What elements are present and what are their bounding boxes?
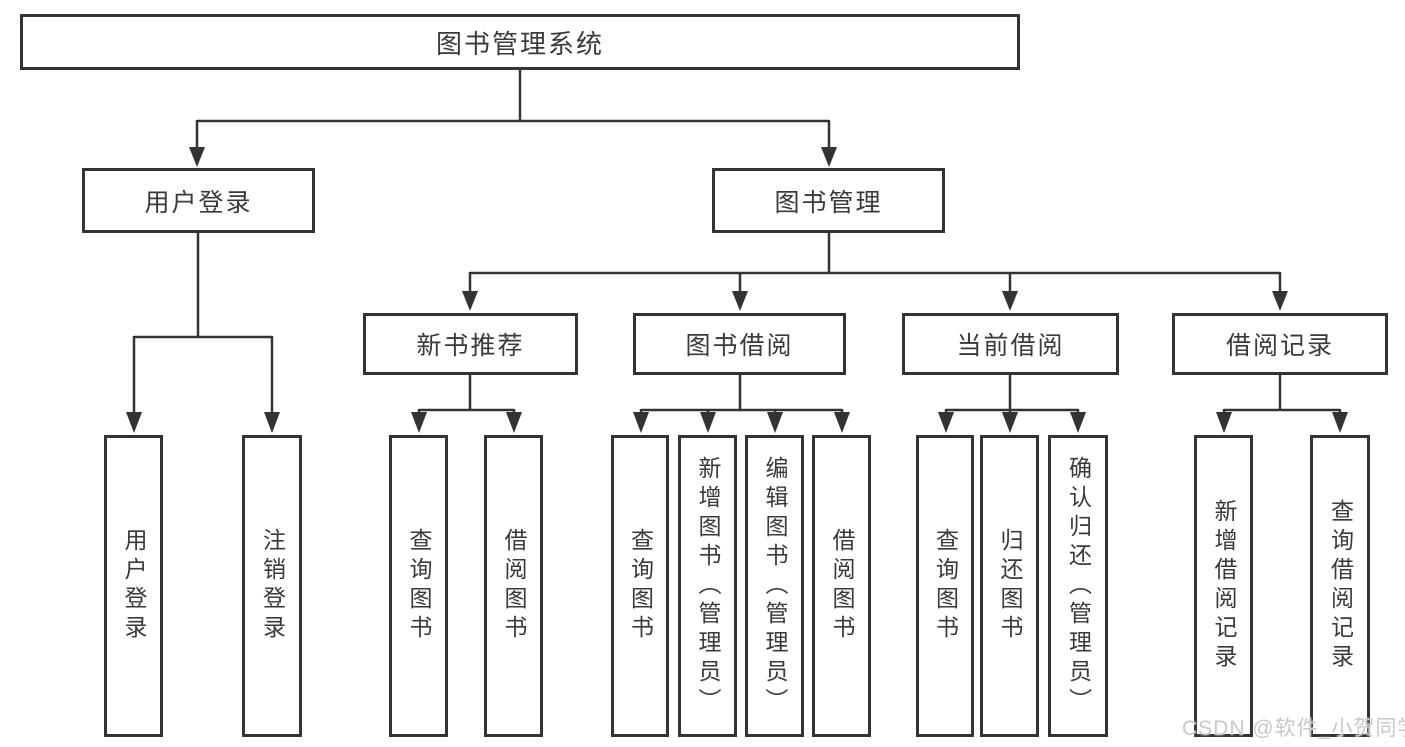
leaf-query-books-current: 查询图书 (916, 435, 974, 737)
node-borrow-records: 借阅记录 (1172, 313, 1388, 375)
leaf-add-book-admin: 新增图书（管理员） (678, 435, 737, 737)
leaf-return-book: 归还图书 (980, 435, 1039, 737)
leaf-edit-book-admin: 编辑图书（管理员） (745, 435, 804, 737)
leaf-query-books-recommend: 查询图书 (389, 435, 448, 737)
leaf-add-borrow-record: 新增借阅记录 (1194, 435, 1253, 737)
leaf-user-login: 用户登录 (104, 435, 163, 737)
leaf-borrow-books: 借阅图书 (812, 435, 871, 737)
leaf-logout: 注销登录 (242, 435, 302, 737)
node-book-borrow: 图书借阅 (633, 313, 846, 375)
node-new-book-recommend: 新书推荐 (363, 313, 578, 375)
node-user-login: 用户登录 (82, 168, 315, 233)
node-current-borrow: 当前借阅 (902, 313, 1119, 375)
csdn-watermark: CSDN @软件_小贺同学 (1182, 717, 1405, 740)
leaf-query-books-borrow: 查询图书 (611, 435, 669, 737)
node-book-management: 图书管理 (712, 168, 945, 233)
leaf-confirm-return-admin: 确认归还（管理员） (1048, 435, 1108, 737)
node-library-management-system: 图书管理系统 (20, 14, 1020, 70)
leaf-borrow-books-recommend: 借阅图书 (484, 435, 543, 737)
leaf-query-borrow-record: 查询借阅记录 (1310, 435, 1370, 737)
